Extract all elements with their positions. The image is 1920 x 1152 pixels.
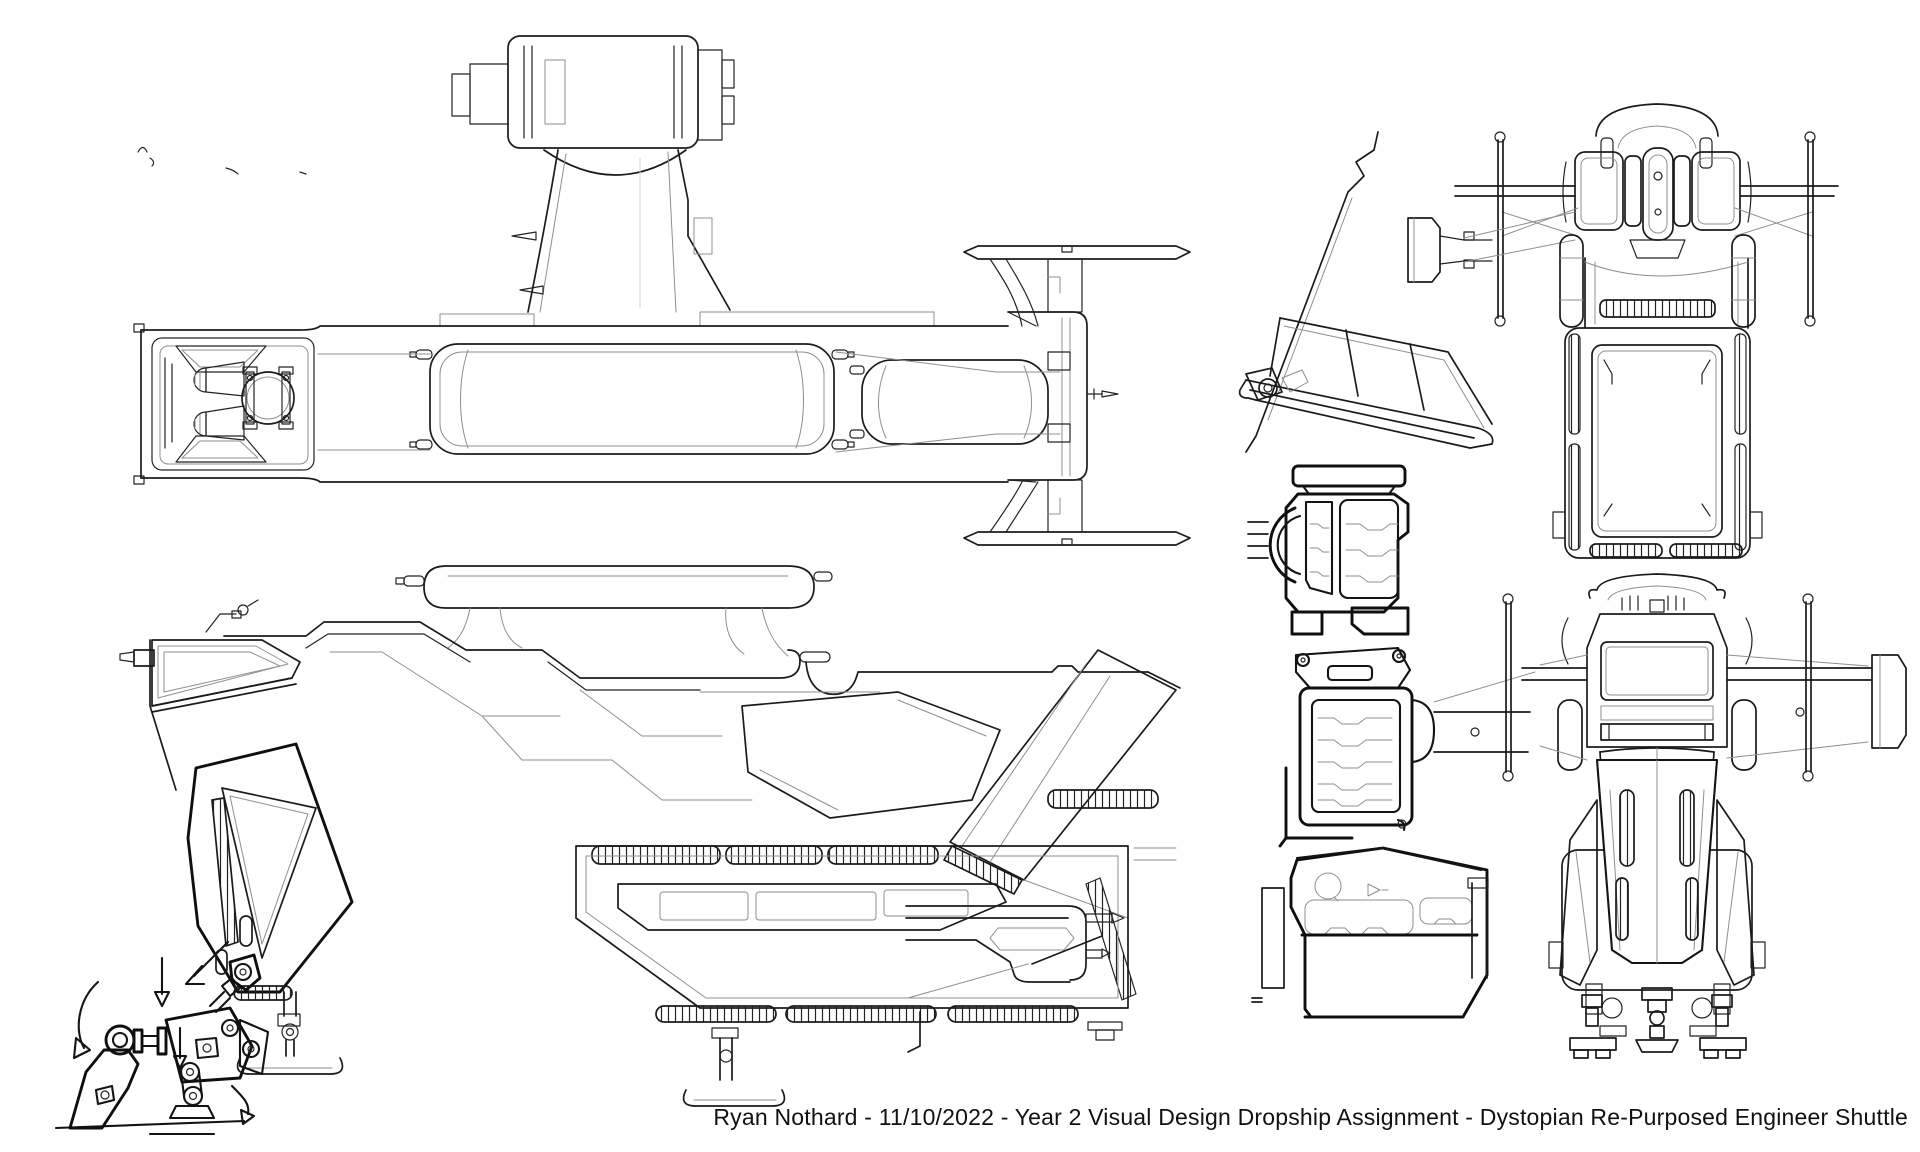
front-view-drawing — [1407, 103, 1839, 559]
side-view-drawing — [119, 565, 1181, 1107]
caption-text: Ryan Nothard - 11/10/2022 - Year 2 Visua… — [713, 1104, 1908, 1130]
rear-view-drawing — [1502, 573, 1907, 1059]
stray-marks — [137, 146, 307, 175]
equipment-housing-detail — [1251, 846, 1489, 1019]
tail-boom-detail — [905, 905, 1125, 1053]
engine-pod-detail-middle — [1278, 646, 1536, 848]
boarding-ramp-detail — [1238, 131, 1494, 453]
landing-gear-mechanism-detail — [54, 940, 270, 1136]
top-view-drawing — [133, 35, 1191, 546]
engine-pod-detail-top — [1247, 464, 1410, 636]
